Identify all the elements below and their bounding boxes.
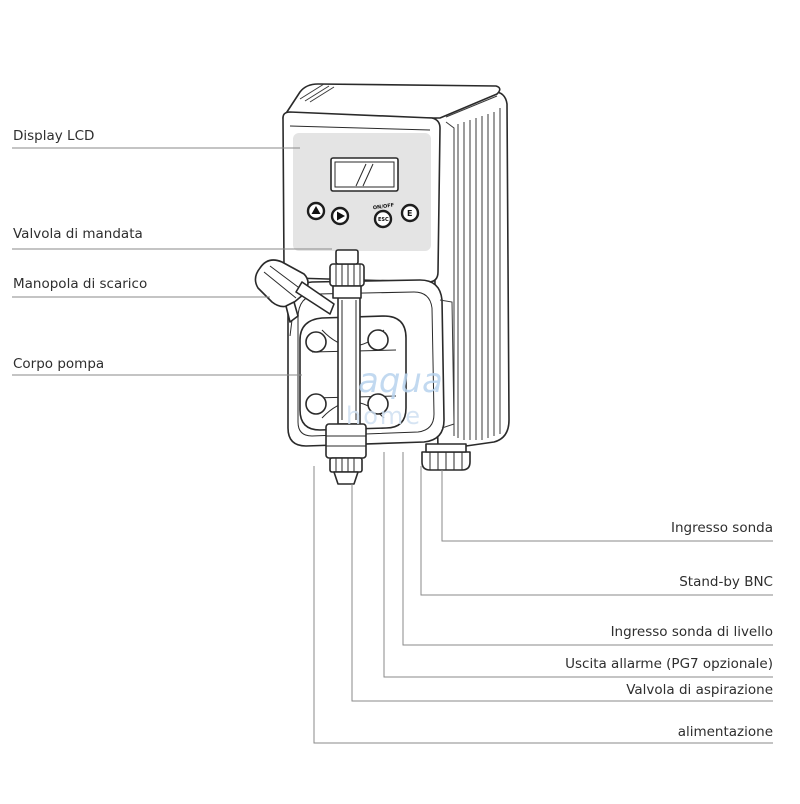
top-cap	[282, 83, 501, 119]
label-standby-bnc: Stand-by BNC	[679, 574, 773, 590]
callout-labels: Display LCD Valvola di mandata Manopola …	[13, 128, 773, 740]
heat-sink-housing	[431, 90, 510, 451]
label-valvola-aspirazione: Valvola di aspirazione	[626, 682, 773, 698]
discharge-valve	[329, 249, 365, 299]
leader-valvola-aspirazione	[351, 484, 773, 702]
leader-lines	[12, 147, 773, 744]
label-ingresso-sonda-livello: Ingresso sonda di livello	[611, 624, 773, 640]
on-off-label: ON/OFF	[373, 202, 395, 211]
button-esc[interactable]: ON/OFF ESC	[373, 202, 395, 229]
label-alimentazione: alimentazione	[678, 724, 773, 740]
watermark-text-1: aqua	[358, 361, 443, 401]
watermark-text-2: home	[346, 402, 422, 430]
label-manopola-scarico: Manopola di scarico	[13, 276, 147, 292]
triangle-right-icon	[337, 211, 345, 221]
label-corpo-pompa: Corpo pompa	[13, 356, 104, 372]
enter-label: E	[407, 209, 412, 218]
probe-connector	[421, 443, 471, 471]
button-up[interactable]	[306, 201, 326, 221]
bleed-knob	[254, 259, 335, 337]
lcd-display	[330, 157, 399, 192]
leader-ingresso-sonda	[441, 470, 773, 542]
triangle-up-icon	[311, 206, 321, 214]
esc-label: ESC	[378, 217, 389, 223]
leader-ingresso-sonda-livello	[402, 452, 773, 646]
pump-illustration: ON/OFF ESC E	[254, 83, 510, 485]
label-display-lcd: Display LCD	[13, 128, 94, 144]
suction-valve	[325, 423, 367, 485]
leader-alimentazione	[313, 466, 773, 744]
label-valvola-mandata: Valvola di mandata	[13, 226, 143, 242]
label-uscita-allarme: Uscita allarme (PG7 opzionale)	[565, 656, 773, 672]
control-panel	[293, 133, 431, 251]
button-enter[interactable]: E	[400, 203, 420, 223]
label-ingresso-sonda: Ingresso sonda	[671, 520, 773, 536]
watermark: aqua home	[346, 361, 443, 430]
leader-standby-bnc	[420, 466, 773, 596]
button-right[interactable]	[330, 206, 350, 226]
leader-uscita-allarme	[383, 452, 773, 678]
